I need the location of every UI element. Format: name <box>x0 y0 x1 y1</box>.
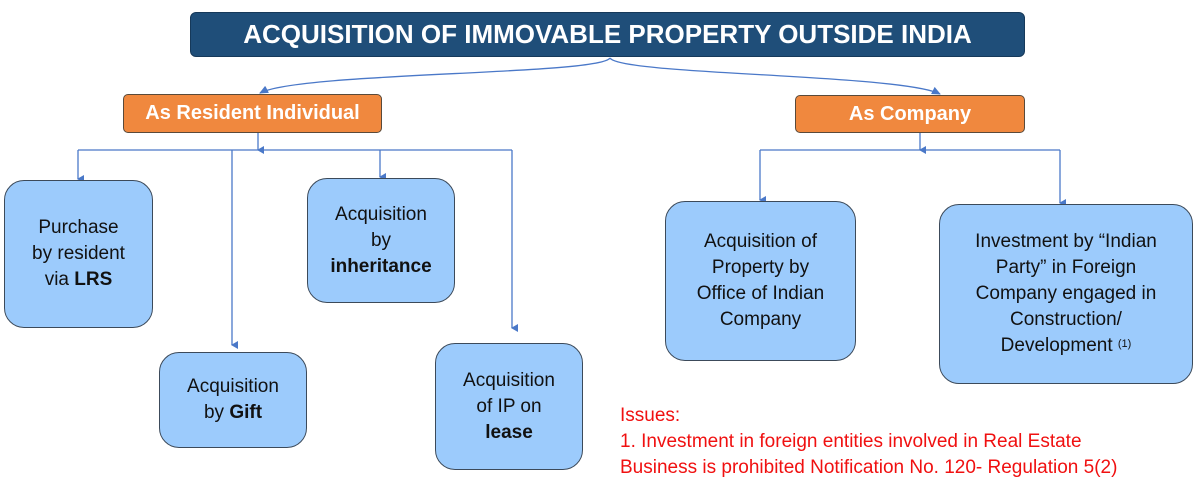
box-text: Acquisition <box>187 376 279 397</box>
box-investment-indian-party: Investment by “Indian Party” in Foreign … <box>939 204 1193 384</box>
box-text: by Gift <box>204 400 262 426</box>
category-resident-individual: As Resident Individual <box>123 94 382 133</box>
box-text: of IP on <box>476 395 542 417</box>
connector-title-to-resident <box>259 57 611 94</box>
issues-heading: Issues: <box>620 405 681 426</box>
box-gift: Acquisition by Gift <box>159 352 307 448</box>
box-text: via LRS <box>45 267 113 293</box>
box-text: Property by <box>711 257 810 278</box>
box-text: Company engaged in <box>975 283 1157 304</box>
box-inheritance: Acquisition by inheritance <box>307 178 455 303</box>
box-text-part: via <box>44 269 75 290</box>
box-text: Development (1) <box>1001 333 1132 359</box>
issues-line: Business is prohibited Notification No. … <box>620 457 1118 478</box>
box-purchase-lrs: Purchase by resident via LRS <box>4 180 153 328</box>
box-text-bold: LRS <box>74 269 113 290</box>
box-text: Acquisition <box>335 203 427 225</box>
box-text-part: Development <box>1000 335 1118 356</box>
issues-line: 1. Investment in foreign entities involv… <box>620 431 1082 452</box>
connector-title-to-company <box>609 57 941 95</box>
box-text: Acquisition <box>463 369 555 391</box>
box-text-bold: inheritance <box>330 255 432 277</box>
box-text: Acquisition of <box>703 231 817 252</box>
box-text: Construction/ <box>1010 309 1122 330</box>
box-text: by <box>370 229 392 251</box>
box-text: Office of Indian <box>696 283 825 304</box>
box-lease: Acquisition of IP on lease <box>435 343 583 470</box>
diagram-title: ACQUISITION OF IMMOVABLE PROPERTY OUTSID… <box>190 12 1025 57</box>
category-company: As Company <box>795 95 1025 133</box>
issues-note: Issues: 1. Investment in foreign entitie… <box>620 403 1117 480</box>
box-text: Purchase <box>38 217 119 238</box>
box-office-of-indian-company: Acquisition of Property by Office of Ind… <box>665 201 856 361</box>
box-text: Company <box>719 309 802 330</box>
box-text-part: by <box>203 402 230 423</box>
box-text-bold: lease <box>485 421 533 443</box>
box-text: Investment by “Indian <box>975 231 1157 252</box>
box-text: Party” in Foreign <box>995 257 1137 278</box>
box-text: by resident <box>32 243 125 264</box>
footnote-marker: (1) <box>1117 338 1132 350</box>
box-text-bold: Gift <box>229 402 263 423</box>
